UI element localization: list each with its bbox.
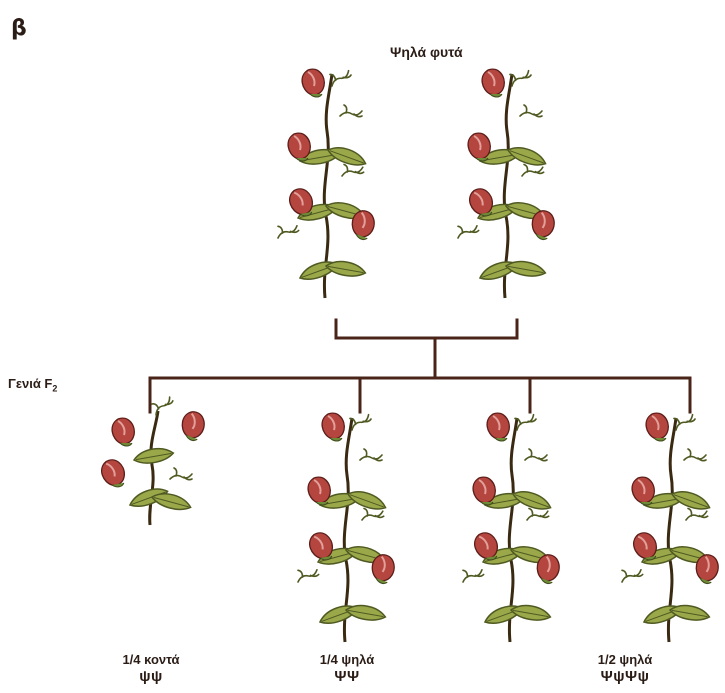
tall-plant-offspring-2	[455, 410, 565, 644]
parents-title: Ψηλά φυτά	[390, 44, 463, 60]
tall-plant-offspring-3	[614, 410, 724, 644]
offspring-label-short: 1/4 κοντά ψψ	[96, 652, 206, 686]
offspring-ratio: 1/4 κοντά	[96, 652, 206, 668]
tall-plant-parent-2	[450, 66, 560, 300]
parent-bracket	[336, 320, 517, 338]
generation-subscript: 2	[52, 384, 57, 394]
offspring-genotype: ΨΨ	[292, 668, 402, 686]
tall-plant-parent-1	[270, 66, 380, 300]
offspring-label-tall-heterozygous: 1/2 ψηλά ΨψΨψ	[560, 652, 690, 686]
offspring-label-tall-homozygous: 1/4 ψηλά ΨΨ	[292, 652, 402, 686]
generation-label-text: Γενιά F	[8, 376, 52, 391]
panel-letter: β	[11, 16, 27, 41]
offspring-ratio: 1/4 ψηλά	[292, 652, 402, 668]
offspring-genotype: ΨψΨψ	[560, 668, 690, 686]
offspring-ratio: 1/2 ψηλά	[560, 652, 690, 668]
generation-label: Γενιά F2	[8, 376, 57, 394]
tall-plant-offspring-1	[290, 410, 400, 644]
short-plant-offspring	[98, 405, 208, 535]
offspring-genotype: ψψ	[96, 668, 206, 686]
